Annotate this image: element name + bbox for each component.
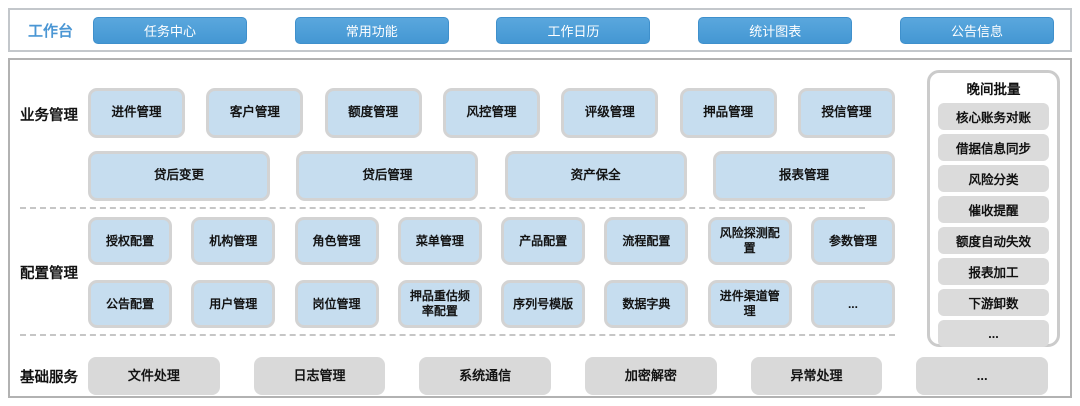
module-box[interactable]: 机构管理 — [191, 217, 276, 265]
module-box[interactable]: 额度管理 — [324, 88, 422, 138]
module-box[interactable]: 数据字典 — [604, 280, 689, 328]
module-box[interactable]: 贷后管理 — [296, 151, 479, 201]
section-business: 业务管理 进件管理客户管理额度管理风控管理评级管理押品管理授信管理 贷后变更贷后… — [20, 88, 895, 201]
night-batch-panel: 晚间批量 核心账务对账借据信息同步风险分类催收提醒额度自动失效报表加工下游卸数.… — [927, 70, 1060, 347]
config-rows: 授权配置机构管理角色管理菜单管理产品配置流程配置风险探测配置参数管理 公告配置用… — [88, 217, 895, 328]
section-label-business: 业务管理 — [20, 108, 78, 124]
batch-job-item[interactable]: 下游卸数 — [938, 289, 1049, 316]
service-box[interactable]: ... — [916, 357, 1049, 395]
nav-button[interactable]: 工作日历 — [496, 16, 651, 44]
nav-button[interactable]: 统计图表 — [698, 16, 853, 44]
module-box[interactable]: 流程配置 — [604, 217, 689, 265]
service-box[interactable]: 系统通信 — [419, 357, 552, 395]
module-box[interactable]: 菜单管理 — [397, 217, 482, 265]
batch-job-item[interactable]: 借据信息同步 — [938, 134, 1049, 161]
business-row-2: 贷后变更贷后管理资产保全报表管理 — [88, 151, 895, 201]
module-box[interactable]: 授信管理 — [797, 88, 895, 138]
module-box[interactable]: 押品管理 — [679, 88, 777, 138]
section-label-base: 基础服务 — [20, 369, 78, 386]
upper-area: 业务管理 进件管理客户管理额度管理风控管理评级管理押品管理授信管理 贷后变更贷后… — [20, 60, 1060, 347]
section-divider — [20, 207, 865, 209]
section-label-config: 配置管理 — [20, 266, 78, 282]
service-box[interactable]: 文件处理 — [88, 357, 220, 395]
module-box[interactable]: 公告配置 — [88, 280, 172, 328]
module-box[interactable]: 参数管理 — [810, 217, 895, 265]
nav-button[interactable]: 常用功能 — [294, 16, 449, 44]
main-panel: 业务管理 进件管理客户管理额度管理风控管理评级管理押品管理授信管理 贷后变更贷后… — [8, 58, 1072, 398]
module-box[interactable]: 风控管理 — [442, 88, 540, 138]
nav-button[interactable]: 任务中心 — [93, 16, 248, 44]
nav-button[interactable]: 公告信息 — [899, 16, 1054, 44]
module-box[interactable]: 岗位管理 — [294, 280, 379, 328]
module-box[interactable]: 序列号模版 — [501, 280, 586, 328]
module-box[interactable]: 押品重估频率配置 — [397, 280, 482, 328]
module-box[interactable]: 资产保全 — [504, 151, 687, 201]
section-config: 配置管理 授权配置机构管理角色管理菜单管理产品配置流程配置风险探测配置参数管理 … — [20, 217, 895, 328]
module-box[interactable]: 贷后变更 — [88, 151, 270, 201]
config-row-2: 公告配置用户管理岗位管理押品重估频率配置序列号模版数据字典进件渠道管理... — [88, 280, 895, 328]
service-box[interactable]: 异常处理 — [750, 357, 883, 395]
batch-job-item[interactable]: 风险分类 — [938, 165, 1049, 192]
module-box[interactable]: 进件管理 — [88, 88, 185, 138]
base-services-row: 基础服务 文件处理日志管理系统通信加密解密异常处理... — [20, 357, 1060, 395]
module-box[interactable]: 评级管理 — [561, 88, 659, 138]
service-box[interactable]: 加密解密 — [585, 357, 717, 395]
module-box[interactable]: 风险探测配置 — [707, 217, 792, 265]
batch-job-item[interactable]: 核心账务对账 — [938, 103, 1049, 130]
workbench-label: 工作台 — [28, 22, 74, 40]
service-box[interactable]: 日志管理 — [253, 357, 386, 395]
business-row-1: 进件管理客户管理额度管理风控管理评级管理押品管理授信管理 — [88, 88, 895, 138]
section-divider — [20, 334, 895, 336]
module-box[interactable]: 授权配置 — [88, 217, 172, 265]
workbench-bar: 工作台 任务中心 常用功能 工作日历 统计图表 公告信息 — [8, 8, 1072, 52]
module-box[interactable]: 产品配置 — [501, 217, 586, 265]
batch-job-item[interactable]: 额度自动失效 — [938, 227, 1049, 254]
base-services-list: 文件处理日志管理系统通信加密解密异常处理... — [88, 357, 1060, 395]
batch-job-item[interactable]: ... — [938, 320, 1049, 347]
config-row-1: 授权配置机构管理角色管理菜单管理产品配置流程配置风险探测配置参数管理 — [88, 217, 895, 265]
workbench-nav: 任务中心 常用功能 工作日历 统计图表 公告信息 — [93, 16, 1054, 44]
module-box[interactable]: 进件渠道管理 — [707, 280, 792, 328]
module-box[interactable]: ... — [810, 280, 895, 328]
content-area: 业务管理 进件管理客户管理额度管理风控管理评级管理押品管理授信管理 贷后变更贷后… — [20, 60, 927, 347]
night-batch-list: 核心账务对账借据信息同步风险分类催收提醒额度自动失效报表加工下游卸数... — [938, 103, 1049, 347]
module-box[interactable]: 用户管理 — [191, 280, 276, 328]
night-batch-title: 晚间批量 — [966, 82, 1021, 97]
module-box[interactable]: 客户管理 — [206, 88, 304, 138]
batch-job-item[interactable]: 报表加工 — [938, 258, 1049, 285]
module-box[interactable]: 角色管理 — [294, 217, 379, 265]
business-rows: 进件管理客户管理额度管理风控管理评级管理押品管理授信管理 贷后变更贷后管理资产保… — [88, 88, 895, 201]
batch-job-item[interactable]: 催收提醒 — [938, 196, 1049, 223]
module-box[interactable]: 报表管理 — [712, 151, 895, 201]
